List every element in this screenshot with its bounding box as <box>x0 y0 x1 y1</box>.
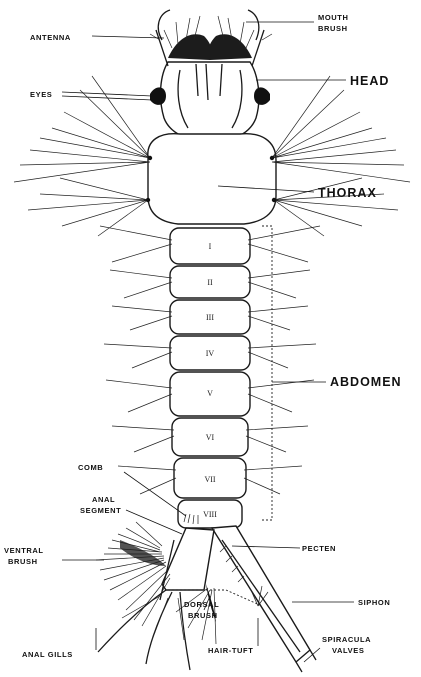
thorax <box>148 134 276 224</box>
hair-tuft-label: HAIR-TUFT <box>208 646 253 655</box>
spiracula-valves-label: SPIRACULA <box>322 635 371 644</box>
segment-numeral: VII <box>204 475 215 484</box>
mouth-brush-label: MOUTH <box>318 13 349 22</box>
segment-numeral: II <box>207 278 213 287</box>
segment-numeral: I <box>209 242 212 251</box>
segment-numeral: VIII <box>203 510 217 519</box>
pecten-label: PECTEN <box>302 544 336 553</box>
mouth-brush-drawing <box>158 10 259 60</box>
abdomen-label: ABDOMEN <box>330 375 402 389</box>
spiracula-valves-label: VALVES <box>332 646 365 655</box>
antenna-label: ANTENNA <box>30 33 71 42</box>
comb-label: COMB <box>78 463 103 472</box>
segment-numeral: IV <box>206 349 215 358</box>
anal-segment-label: ANAL <box>92 495 115 504</box>
ventral-brush-drawing <box>96 522 170 626</box>
siphon-label: SIPHON <box>358 598 390 607</box>
eyes-label: EYES <box>30 90 52 99</box>
ventral-brush-label: VENTRAL <box>4 546 44 555</box>
head-label: HEAD <box>350 74 389 88</box>
segment-numeral: V <box>207 389 213 398</box>
dorsal-brush-label: BRUSH <box>188 611 218 620</box>
thorax-label: THORAX <box>318 186 377 200</box>
dorsal-brush-label: DORSAL <box>184 600 219 609</box>
anal-segment-label: SEGMENT <box>80 506 121 515</box>
ventral-brush-label: BRUSH <box>8 557 38 566</box>
anal-gills-drawing <box>98 590 190 670</box>
segment-numeral: III <box>206 313 214 322</box>
head <box>161 62 259 142</box>
anal-gills-label: ANAL GILLS <box>22 650 73 659</box>
segment-numeral: VI <box>206 433 215 442</box>
mouth-brush-label: BRUSH <box>318 24 348 33</box>
